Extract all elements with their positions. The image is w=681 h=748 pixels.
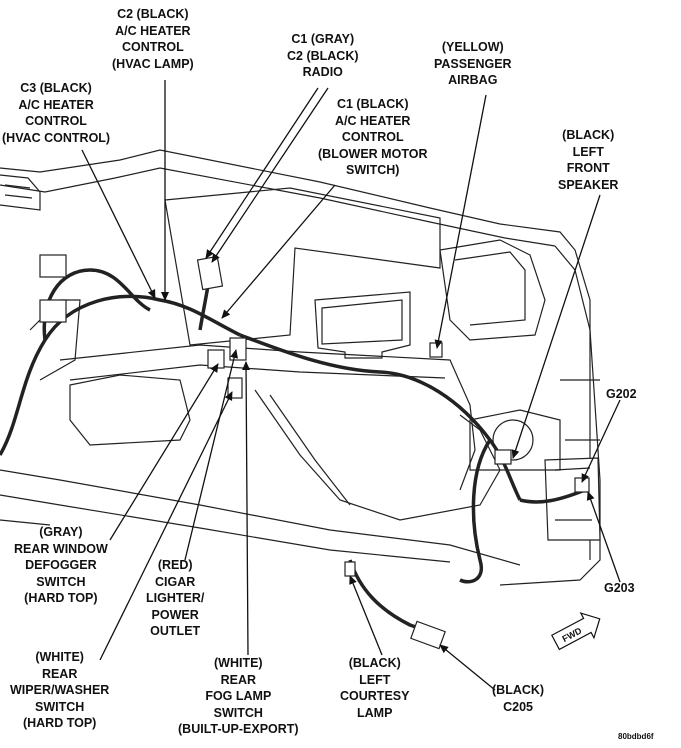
figure-code: 80bdbd6f xyxy=(618,732,654,741)
label-g202: G202 xyxy=(606,387,637,401)
label-c205: (BLACK)C205 xyxy=(492,683,545,714)
leader-lines xyxy=(81,80,621,691)
label-radio: C1 (GRAY)C2 (BLACK)RADIO xyxy=(287,32,359,79)
instrument-panel-frame xyxy=(0,149,601,586)
label-g203: G203 xyxy=(604,581,635,595)
forward-arrow-icon: FWD xyxy=(551,612,601,651)
